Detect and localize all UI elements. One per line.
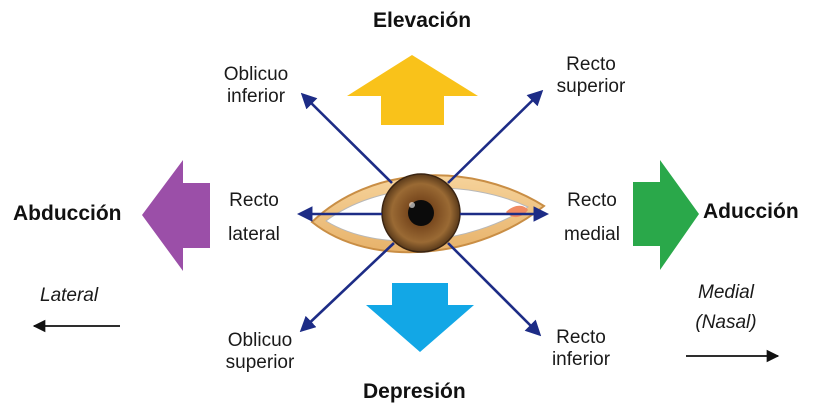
inferior-rectus-line1: Recto <box>556 327 606 348</box>
inferior-oblique-line1: Oblicuo <box>223 64 289 85</box>
medial-side-line2: (Nasal) <box>695 312 757 333</box>
inferior-oblique-label: Oblicuo inferior <box>212 64 300 108</box>
medial-side-label: Medial (Nasal) <box>682 278 770 338</box>
adduction-label: Aducción <box>703 200 799 223</box>
superior-rectus-label: Recto superior <box>543 54 639 98</box>
lateral-rectus-line2: lateral <box>228 224 280 245</box>
inferior-rectus-label: Recto inferior <box>538 327 624 371</box>
superior-rectus-line1: Recto <box>566 54 616 75</box>
action-lines <box>296 89 550 337</box>
eye-illustration <box>310 173 546 254</box>
medial-side-line1: Medial <box>698 282 754 303</box>
medial-rectus-label: Recto medial <box>548 184 636 252</box>
lateral-side-label: Lateral <box>40 285 99 306</box>
inferior-rectus-line2: inferior <box>551 349 611 370</box>
medial-rectus-line1: Recto <box>567 190 617 211</box>
abduction-arrow <box>142 160 210 271</box>
superior-rectus-line <box>447 89 544 184</box>
superior-rectus-line2: superior <box>556 76 626 97</box>
inferior-rectus-line <box>447 242 542 337</box>
lateral-rectus-label: Recto lateral <box>212 184 296 252</box>
superior-oblique-line <box>299 242 395 333</box>
elevation-arrow <box>347 55 478 125</box>
inferior-oblique-line2: inferior <box>226 86 286 107</box>
depression-label: Depresión <box>363 380 466 403</box>
lateral-rectus-line1: Recto <box>229 190 279 211</box>
abduction-label: Abducción <box>13 202 122 225</box>
depression-arrow <box>366 283 474 352</box>
adduction-arrow <box>633 160 699 270</box>
elevation-label: Elevación <box>373 9 472 32</box>
superior-oblique-line2: superior <box>225 352 295 373</box>
medial-rectus-line2: medial <box>564 224 620 245</box>
inferior-oblique-line <box>300 92 393 184</box>
superior-oblique-line1: Oblicuo <box>227 330 293 351</box>
superior-oblique-label: Oblicuo superior <box>212 330 308 374</box>
